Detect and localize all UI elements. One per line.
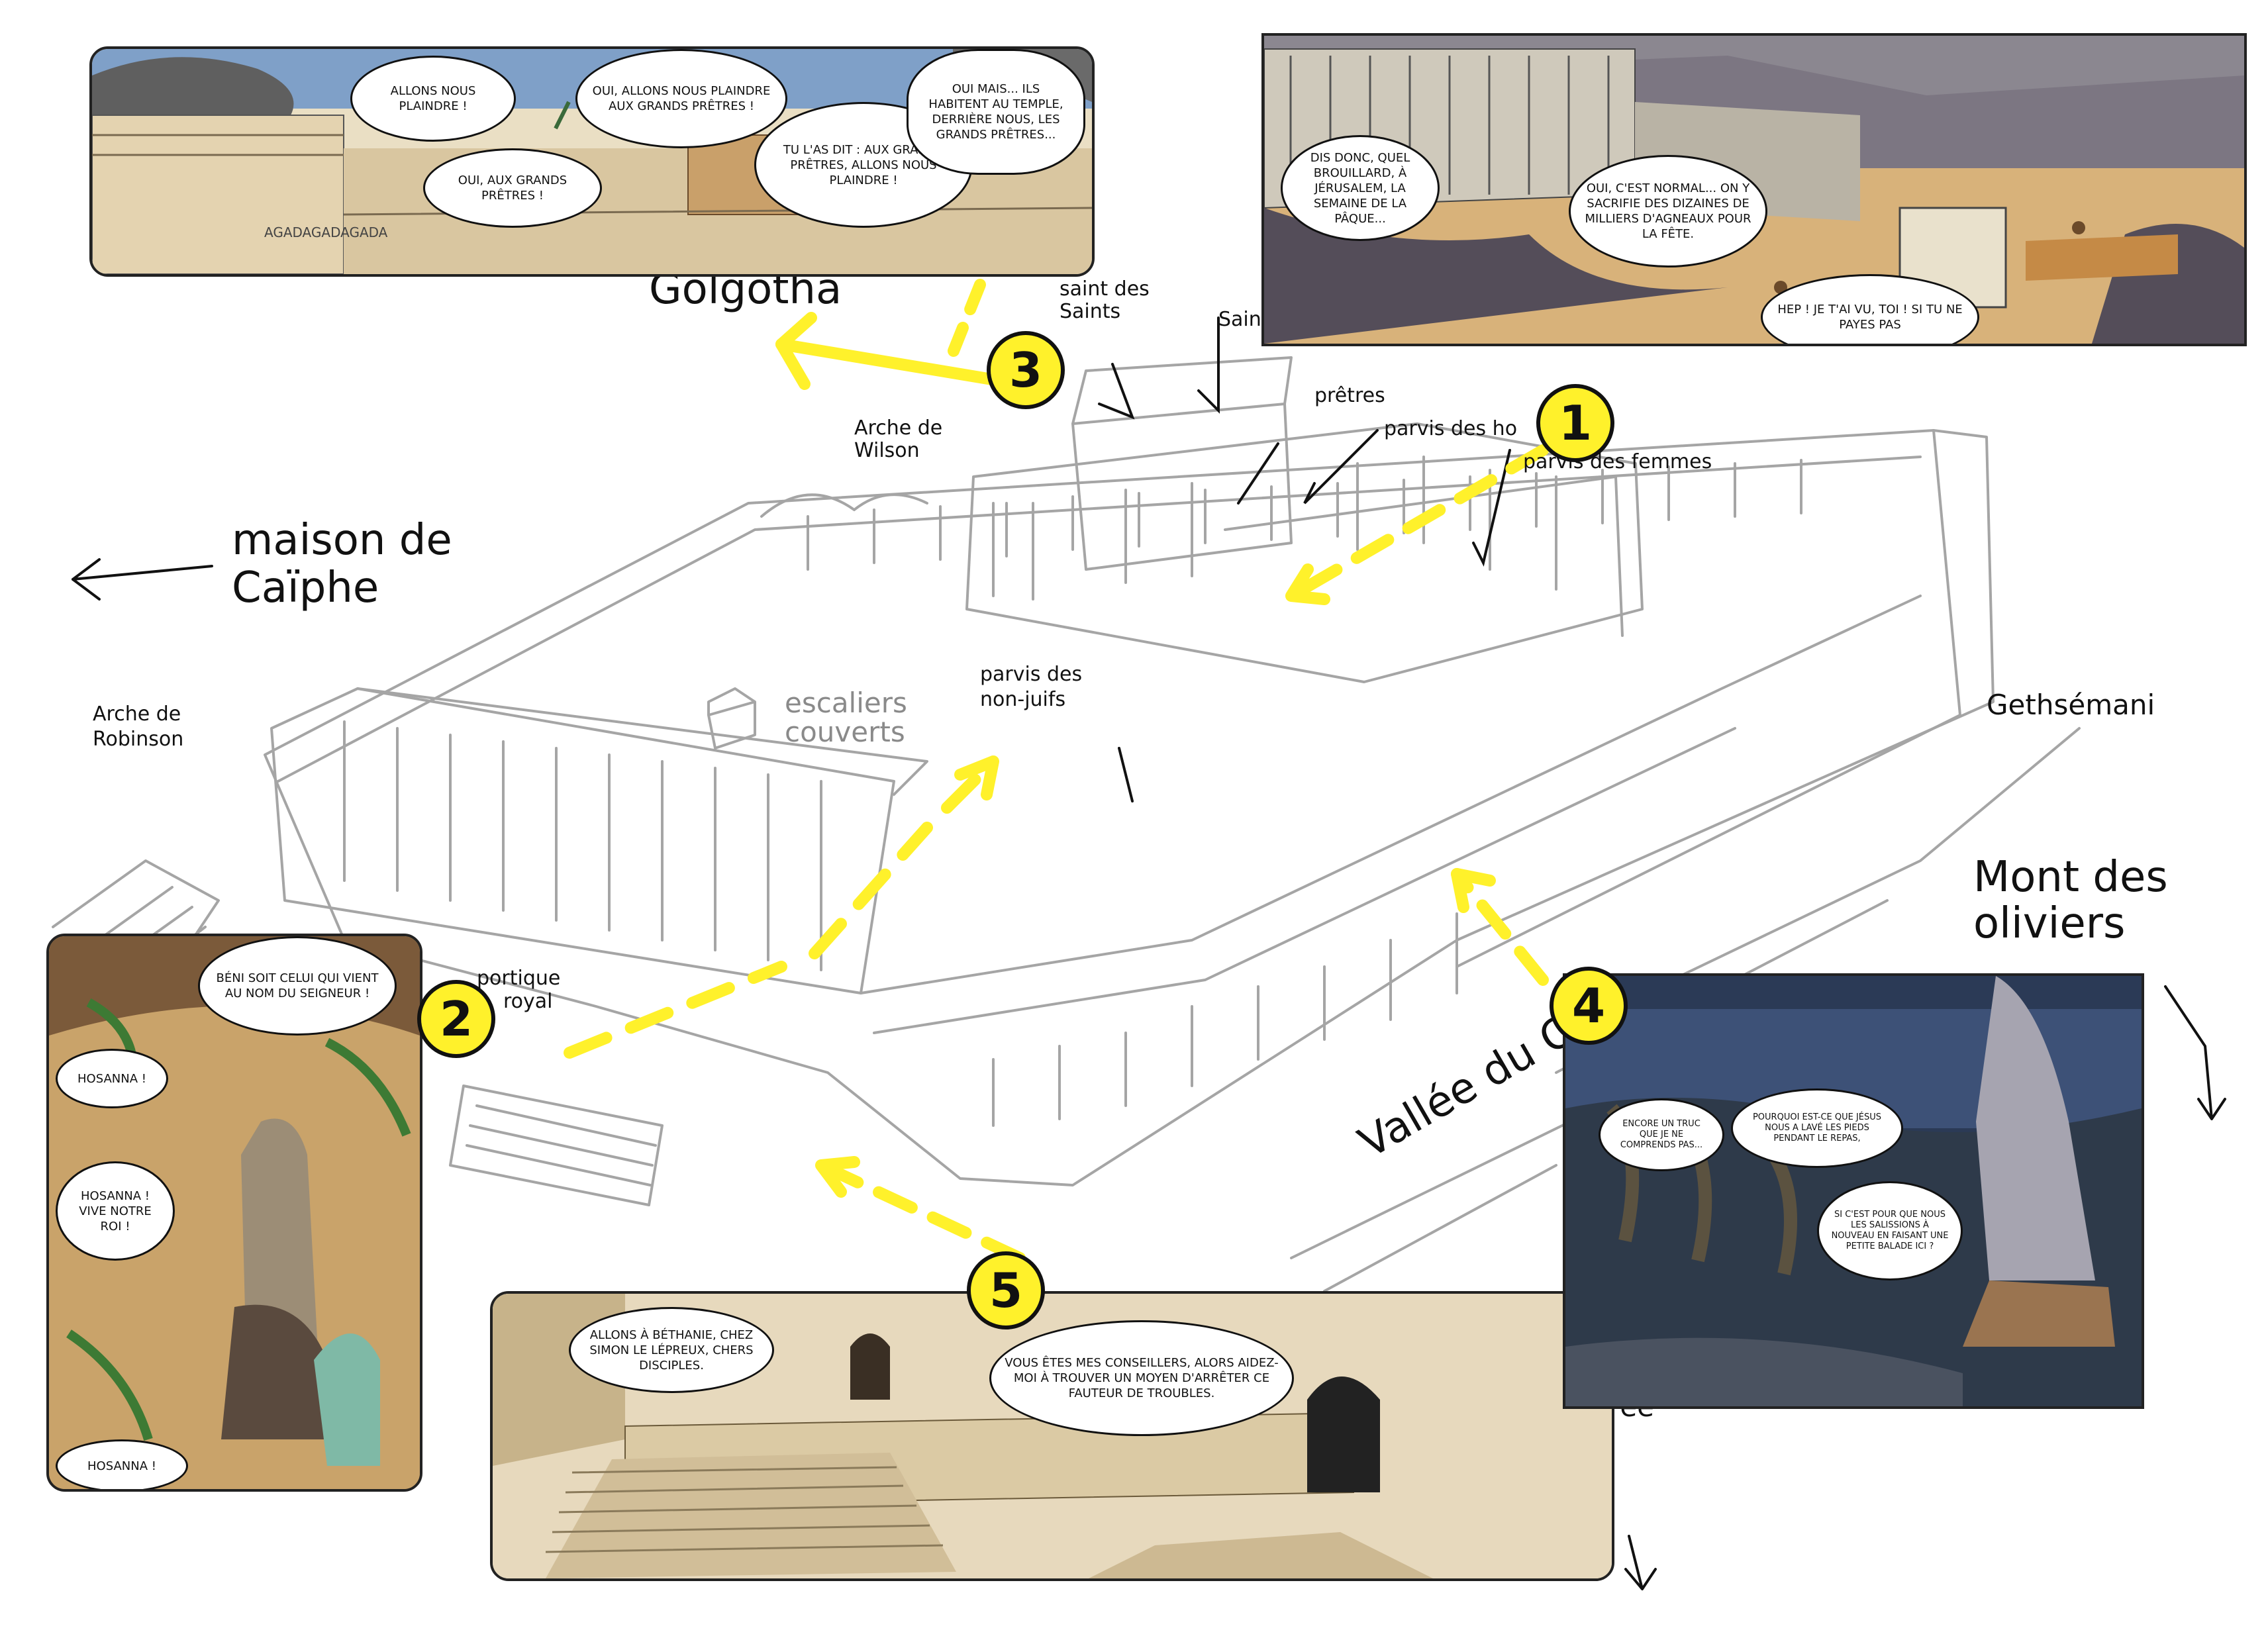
speech-bubble: OUI, C'EST NORMAL... ON Y SACRIFIE DES D… (1569, 155, 1767, 267)
speech-bubble: SI C'EST POUR QUE NOUS LES SALISSIONS À … (1817, 1181, 1963, 1280)
panel-oliviers: ENCORE UN TRUC QUE JE NE COMPRENDS PAS..… (1563, 973, 2144, 1409)
label-arche-de-robinson: Arche de Robinson (93, 702, 184, 751)
wall-sign: AGADAGADAGADA (264, 224, 388, 240)
label-gethsemani: Gethsémani (1987, 689, 2155, 721)
speech-bubble: POURQUOI EST-CE QUE JÉSUS NOUS A LAVÉ LE… (1731, 1088, 1903, 1168)
route-marker-3: 3 (987, 331, 1065, 409)
label-maison-de-caiphe: maison de Caïphe (232, 516, 452, 612)
route-marker-2: 2 (417, 980, 495, 1058)
label-sain-partial: Sain (1218, 308, 1261, 331)
label-parvis-des-hommes: parvis des ho (1384, 417, 1518, 440)
panel-bethanie: ALLONS À BÉTHANIE, CHEZ SIMON LE LÉPREUX… (490, 1291, 1614, 1581)
speech-bubble: ALLONS NOUS PLAINDRE ! (350, 56, 516, 142)
speech-bubble: OUI, ALLONS NOUS PLAINDRE AUX GRANDS PRÊ… (575, 49, 787, 148)
speech-bubble: HOSANNA ! (56, 1049, 168, 1108)
speech-bubble: OUI, AUX GRANDS PRÊTRES ! (423, 148, 602, 228)
label-parvis-des-non-juifs: parvis des non-juifs (980, 663, 1083, 711)
speech-bubble: ENCORE UN TRUC QUE JE NE COMPRENDS PAS..… (1599, 1098, 1724, 1171)
label-royal: royal (503, 990, 553, 1013)
route-marker-1: 1 (1536, 384, 1614, 462)
label-portique: portique (477, 967, 561, 990)
label-mont-des-oliviers: Mont des oliviers (1973, 853, 2168, 948)
speech-bubble: HOSANNA ! (56, 1439, 188, 1489)
speech-bubble: VOUS ÊTES MES CONSEILLERS, ALORS AIDEZ-M… (989, 1320, 1294, 1436)
route-marker-4: 4 (1550, 967, 1628, 1045)
speech-bubble: HOSANNA ! VIVE NOTRE ROI ! (56, 1161, 175, 1261)
route-marker-5: 5 (967, 1251, 1045, 1329)
panel-hosanna: BÉNI SOIT CELUI QUI VIENT AU NOM DU SEIG… (46, 934, 422, 1492)
label-saint-des-saints: saint des Saints (1060, 277, 1150, 323)
speech-bubble: BÉNI SOIT CELUI QUI VIENT AU NOM DU SEIG… (198, 936, 397, 1036)
speech-bubble: ALLONS À BÉTHANIE, CHEZ SIMON LE LÉPREUX… (569, 1307, 774, 1393)
panel-agneaux: DIS DONC, QUEL BROUILLARD, À JÉRUSALEM, … (1261, 33, 2247, 346)
temple-courtyard-illustration (1264, 36, 2244, 344)
label-escaliers-couverts: escaliers couverts (785, 687, 907, 748)
speech-bubble: OUI MAIS... ILS HABITENT AU TEMPLE, DERR… (907, 49, 1085, 175)
label-pretres: prêtres (1314, 384, 1385, 407)
panel-plaindre: ALLONS NOUS PLAINDRE ! OUI, ALLONS NOUS … (89, 46, 1095, 277)
speech-bubble: DIS DONC, QUEL BROUILLARD, À JÉRUSALEM, … (1281, 135, 1440, 241)
label-arche-de-wilson: Arche de Wilson (854, 416, 943, 462)
